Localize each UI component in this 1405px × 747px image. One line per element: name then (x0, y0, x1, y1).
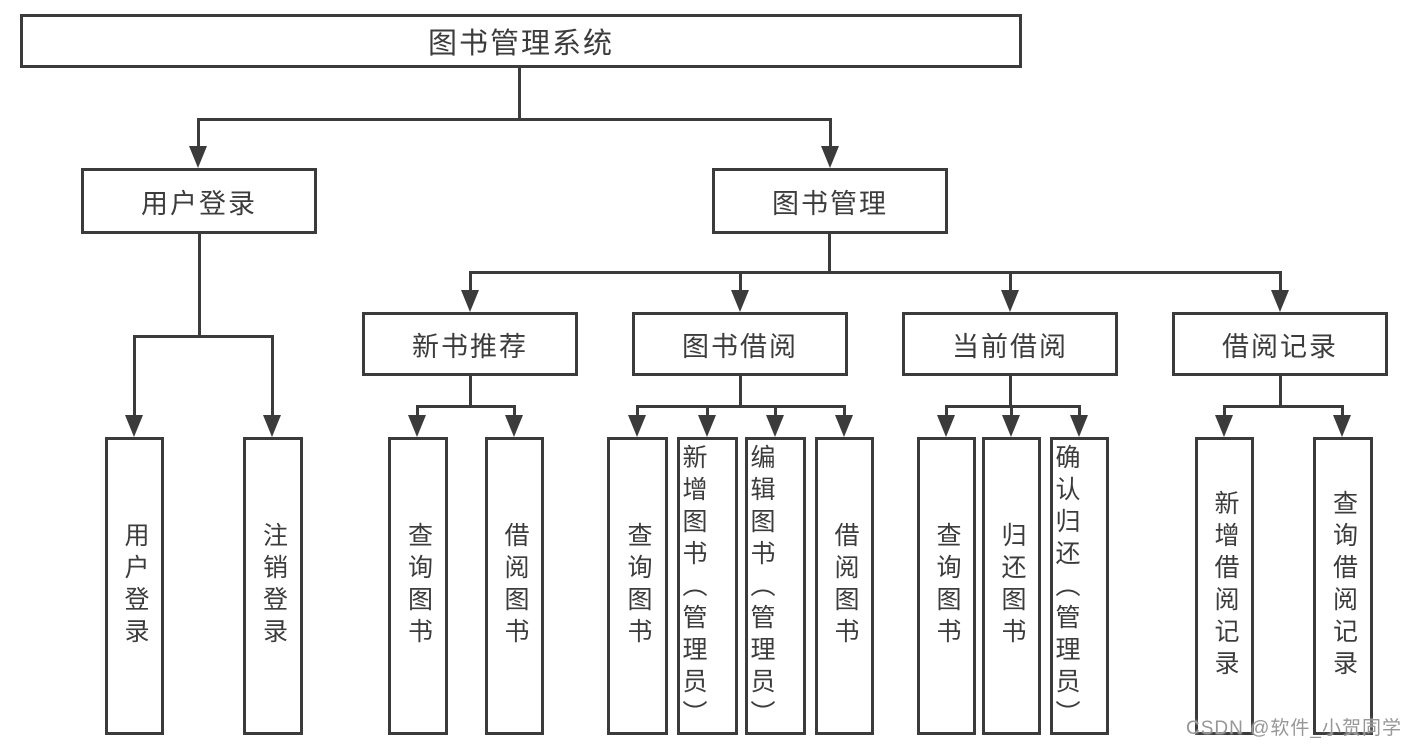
connector-records-hline (1223, 405, 1344, 408)
node-root-label: 图书管理系统 (427, 28, 614, 60)
leaf-user-login: 用户登录 (105, 437, 164, 735)
leaf-logout: 注销登录 (243, 437, 303, 735)
leaf-borrow-books-1-label: 借阅图书 (501, 522, 529, 650)
connector-level2-hline (197, 118, 832, 121)
connector-current-hline (945, 405, 1081, 408)
leaf-query-books-3-label: 查询图书 (933, 522, 961, 650)
node-book-borrowing: 图书借阅 (632, 312, 848, 376)
arrow-to-login (189, 146, 207, 168)
arrow-to-current (1001, 290, 1019, 312)
node-new-book-recommend: 新书推荐 (362, 312, 578, 376)
leaf-query-books-2-label: 查询图书 (624, 522, 652, 650)
arrow-to-book-mgmt (821, 146, 839, 168)
connector-drop-rb2 (1341, 405, 1344, 418)
connector-drop-user-login (133, 335, 136, 417)
arrow-to-bb2 (698, 415, 716, 437)
arrow-to-borrowing (731, 290, 749, 312)
connector-drop-cb2 (1010, 405, 1013, 418)
node-new-book-recommend-label: 新书推荐 (412, 331, 528, 362)
arrow-to-cb2 (1002, 415, 1020, 437)
connector-drop-bb1 (636, 405, 639, 418)
leaf-edit-book-admin: 编辑图书（管理员） (745, 437, 806, 735)
connector-drop-bb2 (706, 405, 709, 418)
arrow-to-nb1 (408, 415, 426, 437)
connector-current-stem (1009, 376, 1012, 408)
leaf-edit-book-admin-label: 编辑图书（管理员） (747, 444, 775, 732)
node-current-borrowing-label: 当前借阅 (952, 331, 1068, 362)
connector-drop-records (1279, 271, 1282, 292)
leaf-borrow-books-2: 借阅图书 (815, 437, 874, 735)
connector-drop-nb1 (416, 405, 419, 418)
arrow-to-rb1 (1215, 415, 1233, 437)
node-user-login: 用户登录 (81, 168, 317, 234)
leaf-confirm-return-admin: 确认归还（管理员） (1050, 437, 1109, 735)
node-book-borrowing-label: 图书借阅 (682, 331, 798, 362)
arrow-to-bb1 (628, 415, 646, 437)
arrow-to-nb2 (505, 415, 523, 437)
arrow-to-rb2 (1333, 415, 1351, 437)
connector-book-mgmt-stem (828, 234, 831, 274)
connector-root-stem (518, 68, 521, 121)
leaf-borrow-books-2-label: 借阅图书 (831, 522, 859, 650)
leaf-query-books-1: 查询图书 (388, 437, 448, 735)
node-user-login-label: 用户登录 (141, 188, 257, 219)
connector-borrowing-hline (636, 405, 846, 408)
connector-newbook-hline (416, 405, 516, 408)
connector-login-stem (198, 234, 201, 338)
node-borrowing-records: 借阅记录 (1172, 312, 1388, 376)
connector-drop-bb4 (843, 405, 846, 418)
leaf-return-book-label: 归还图书 (998, 522, 1026, 650)
connector-records-stem (1279, 376, 1282, 408)
node-root: 图书管理系统 (20, 14, 1022, 68)
connector-login-hline (133, 335, 274, 338)
connector-drop-cb1 (945, 405, 948, 418)
connector-drop-cb3 (1078, 405, 1081, 418)
leaf-query-borrow-record-label: 查询借阅记录 (1329, 490, 1358, 682)
leaf-query-borrow-record: 查询借阅记录 (1313, 437, 1373, 735)
watermark: CSDN @软件_小贺同学 (1186, 718, 1402, 739)
arrow-to-logout (263, 415, 281, 437)
connector-newbook-stem (469, 376, 472, 408)
node-borrowing-records-label: 借阅记录 (1222, 331, 1338, 362)
leaf-add-book-admin-label: 新增图书（管理员） (679, 444, 707, 732)
leaf-logout-label: 注销登录 (259, 522, 288, 650)
connector-drop-login (197, 118, 200, 150)
connector-drop-current (1009, 271, 1012, 292)
arrow-to-records (1271, 290, 1289, 312)
connector-drop-new-book (469, 271, 472, 292)
leaf-query-books-1-label: 查询图书 (404, 522, 433, 650)
arrow-to-user-login (125, 415, 143, 437)
connector-drop-book-mgmt (829, 118, 832, 150)
leaf-return-book: 归还图书 (982, 437, 1041, 735)
leaf-add-borrow-record: 新增借阅记录 (1195, 437, 1254, 735)
connector-level3-hline (469, 271, 1282, 274)
connector-drop-borrowing (739, 271, 742, 292)
connector-drop-bb3 (774, 405, 777, 418)
connector-drop-nb2 (513, 405, 516, 418)
arrow-to-bb4 (835, 415, 853, 437)
leaf-add-borrow-record-label: 新增借阅记录 (1211, 490, 1239, 682)
arrow-to-cb3 (1070, 415, 1088, 437)
node-book-management-label: 图书管理 (772, 188, 888, 219)
node-current-borrowing: 当前借阅 (902, 312, 1118, 376)
leaf-add-book-admin: 新增图书（管理员） (677, 437, 738, 735)
arrow-to-cb1 (937, 415, 955, 437)
leaf-query-books-2: 查询图书 (607, 437, 668, 735)
arrow-to-bb3 (766, 415, 784, 437)
arrow-to-new-book (461, 290, 479, 312)
connector-borrowing-stem (739, 376, 742, 408)
connector-drop-rb1 (1223, 405, 1226, 418)
node-book-management: 图书管理 (712, 168, 948, 234)
leaf-borrow-books-1: 借阅图书 (485, 437, 544, 735)
leaf-user-login-label: 用户登录 (121, 522, 149, 650)
leaf-confirm-return-admin-label: 确认归还（管理员） (1052, 444, 1080, 732)
connector-drop-logout (271, 335, 274, 417)
leaf-query-books-3: 查询图书 (917, 437, 976, 735)
